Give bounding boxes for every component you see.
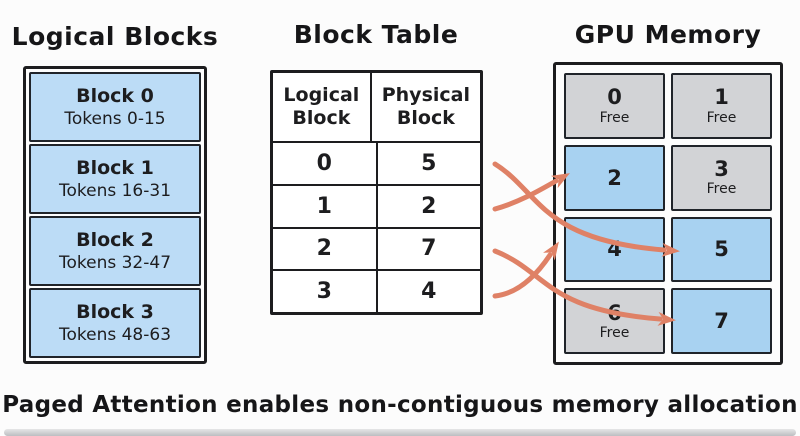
gpu-block-6: 6 Free: [564, 288, 665, 354]
gpu-block-5: 5: [671, 216, 772, 283]
block-table-header-row: Logical Block Physical Block: [273, 73, 480, 141]
gpu-block-3: 3 Free: [671, 144, 772, 211]
table-row: 1 2: [273, 183, 480, 227]
bottom-shadow-strip: [4, 429, 796, 436]
logical-blocks-title: Logical Blocks: [11, 22, 219, 51]
caption: Paged Attention enables non-contiguous m…: [2, 392, 798, 418]
column-header-logical-block: Logical Block: [273, 73, 372, 141]
logical-block-tokens: Tokens 0-15: [64, 108, 166, 129]
logical-block-0: Block 0 Tokens 0-15: [29, 72, 201, 142]
gpu-block-status: Free: [599, 109, 630, 126]
gpu-block-status: Free: [706, 181, 737, 198]
physical-block-value: 5: [421, 150, 437, 176]
gpu-block-id: 7: [714, 309, 729, 334]
table-row: 3 4: [273, 269, 480, 312]
logical-block-1: Block 1 Tokens 16-31: [29, 144, 201, 214]
block-table: Logical Block Physical Block 0 5 1 2 2 7…: [270, 70, 483, 315]
physical-block-value: 2: [421, 193, 437, 219]
gpu-block-7: 7: [671, 288, 772, 354]
table-row: 0 5: [273, 141, 480, 184]
gpu-block-id: 0: [607, 85, 622, 110]
logical-block-value: 1: [273, 185, 378, 227]
gpu-block-status: Free: [599, 324, 630, 341]
gpu-block-id: 5: [714, 237, 729, 262]
physical-block-value: 4: [421, 279, 437, 305]
gpu-block-id: 1: [714, 85, 729, 110]
gpu-block-id: 6: [607, 300, 622, 325]
gpu-block-4: 4: [564, 216, 665, 283]
gpu-memory-title: GPU Memory: [574, 20, 762, 49]
gpu-memory-grid: 0 Free 1 Free 2 3 Free 4 5 6 Free 7: [553, 62, 783, 365]
logical-block-tokens: Tokens 16-31: [58, 180, 172, 201]
logical-blocks-column: Block 0 Tokens 0-15 Block 1 Tokens 16-31…: [23, 66, 207, 364]
arrow-physical4-to-gpu4: [492, 241, 559, 299]
logical-block-tokens: Tokens 32-47: [58, 252, 172, 273]
gpu-block-2: 2: [564, 144, 665, 211]
logical-block-label: Block 2: [76, 228, 154, 251]
gpu-block-status: Free: [706, 109, 737, 126]
logical-block-label: Block 1: [76, 156, 154, 179]
logical-block-value: 2: [273, 228, 378, 270]
gpu-block-id: 4: [607, 237, 622, 262]
gpu-block-id: 2: [607, 165, 622, 190]
gpu-block-1: 1 Free: [671, 73, 772, 139]
gpu-block-0: 0 Free: [564, 73, 665, 139]
logical-block-label: Block 0: [76, 84, 154, 107]
logical-block-tokens: Tokens 48-63: [58, 324, 172, 345]
logical-block-2: Block 2 Tokens 32-47: [29, 216, 201, 286]
arrow-physical2-to-gpu2: [492, 173, 570, 212]
logical-block-3: Block 3 Tokens 48-63: [29, 288, 201, 358]
table-row: 2 7: [273, 226, 480, 270]
logical-block-value: 3: [273, 271, 378, 312]
logical-block-label: Block 3: [76, 300, 154, 323]
column-header-physical-block: Physical Block: [381, 84, 470, 129]
logical-block-value: 0: [273, 143, 378, 184]
physical-block-value: 7: [421, 236, 437, 262]
gpu-block-id: 3: [714, 157, 729, 182]
block-table-title: Block Table: [293, 20, 459, 49]
